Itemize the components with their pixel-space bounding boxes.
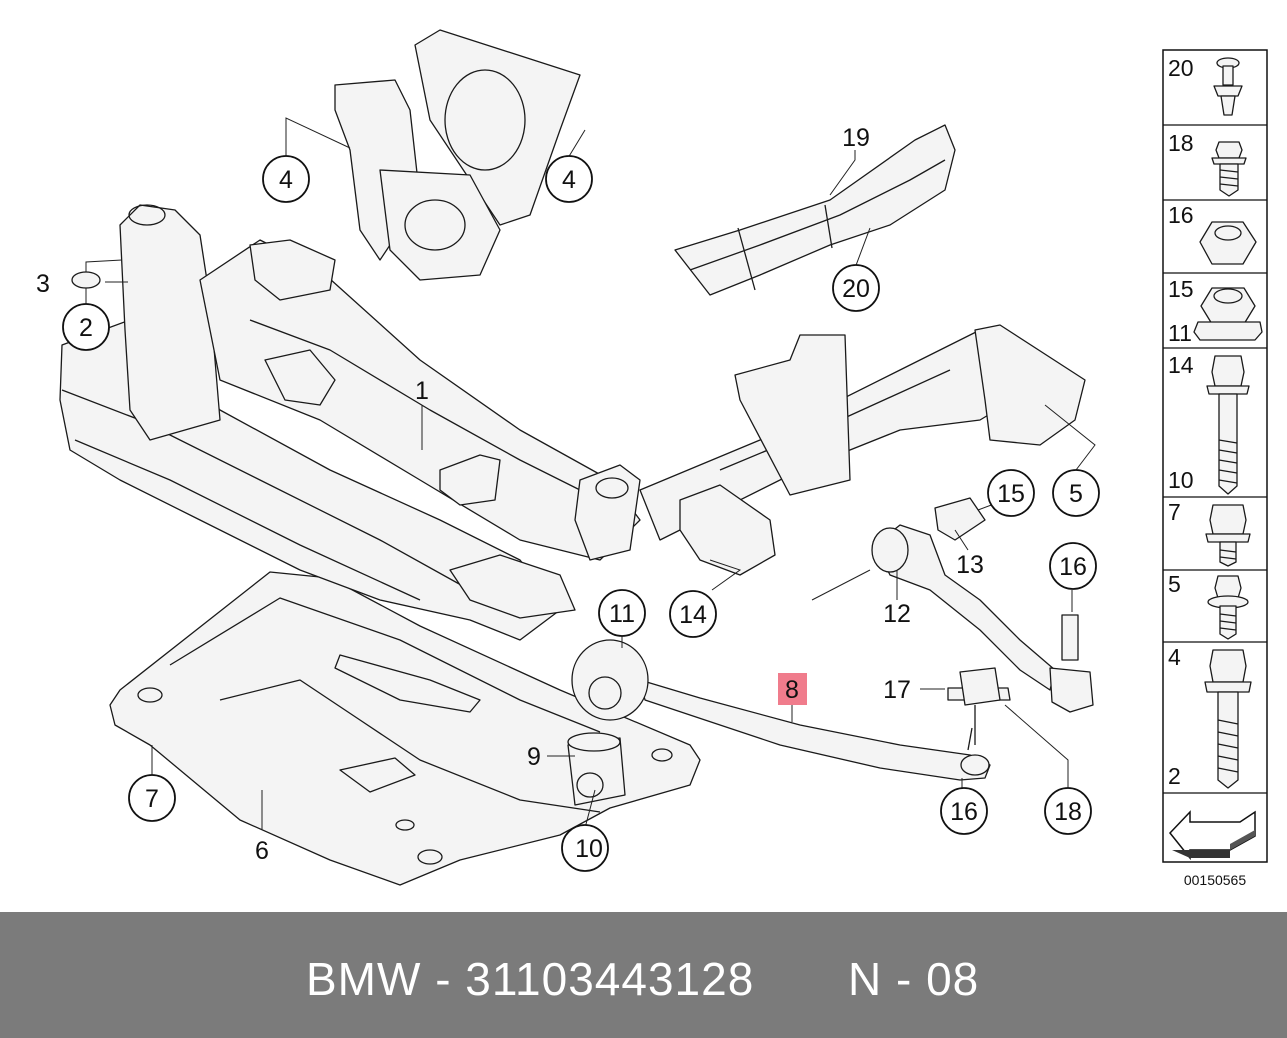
callout-9[interactable]: 9 [527,743,541,771]
side-item-label: 15 [1168,276,1194,302]
side-item-label: 11 [1168,320,1192,346]
callout-label: 9 [527,743,541,771]
long-flange-bolt-icon [1204,649,1252,789]
side-item-label: 16 [1168,202,1194,228]
torx-bolt-icon [1211,141,1247,197]
washer-part [71,271,101,289]
callout-13[interactable]: 13 [956,551,984,579]
callout-19[interactable]: 19 [842,124,870,152]
direction-arrow-icon [1169,810,1256,861]
callout-10[interactable]: 10 [561,824,609,872]
callout-16b[interactable]: 16 [940,787,988,835]
side-item-16[interactable]: 16 [1168,202,1257,265]
callout-14[interactable]: 14 [669,590,717,638]
side-item-5[interactable]: 5 [1168,571,1249,640]
push-rivet-icon [1213,57,1243,116]
washer-bolt-icon [1207,575,1249,640]
skid-plate-illustration [109,571,701,886]
callout-18[interactable]: 18 [1044,787,1092,835]
side-item-arrow [1169,810,1256,861]
callout-label: 17 [883,676,911,704]
callout-label: 16 [950,798,978,826]
callout-20[interactable]: 20 [832,264,880,312]
page-reference-text: N - 08 [848,953,980,1005]
part-number-footer: BMW - 31103443128 N - 08 [0,912,1287,1038]
tension-strut-12-illustration [871,497,1094,713]
callout-17[interactable]: 17 [883,676,911,704]
ball-joint-illustration [947,614,1079,745]
side-item-18[interactable]: 18 [1168,130,1247,197]
side-item-label: 20 [1168,55,1194,81]
callout-label: 6 [255,837,269,865]
callout-5[interactable]: 5 [1052,469,1100,517]
callout-4a[interactable]: 4 [262,155,310,203]
callout-label: 12 [883,600,911,628]
side-item-15-11[interactable]: 15 11 [1168,276,1263,346]
front-axle-carrier-illustration [59,204,1086,641]
hex-nut-icon [1199,221,1257,265]
long-hex-bolt-icon [1206,355,1250,495]
side-item-label: 14 [1168,352,1194,378]
part-number-text: BMW - 31103443128 [306,953,755,1005]
callout-label: 4 [279,166,293,194]
bushing-9-illustration [567,732,626,806]
callout-label: 2 [79,314,93,342]
callout-label: 15 [997,480,1025,508]
callout-label: 13 [956,551,984,579]
callout-label: 8 [785,676,799,704]
callout-3[interactable]: 3 [36,270,101,298]
callout-6[interactable]: 6 [255,837,269,865]
flange-nut-icon [1193,287,1263,341]
callout-7[interactable]: 7 [128,774,176,822]
side-item-label: 10 [1168,467,1194,493]
side-item-label: 4 [1168,644,1181,670]
side-item-14-10[interactable]: 14 10 [1168,352,1250,495]
callout-2[interactable]: 2 [62,303,110,351]
callout-4b[interactable]: 4 [545,155,593,203]
leader-lines [85,117,1096,830]
callout-label: 10 [575,835,603,863]
heat-shield-illustration [674,124,956,296]
callout-15[interactable]: 15 [987,469,1035,517]
upper-tower-brace-illustration [249,29,581,406]
side-item-label: 18 [1168,130,1194,156]
callout-12[interactable]: 12 [883,600,911,628]
callout-label: 16 [1059,553,1087,581]
callout-label: 19 [842,124,870,152]
callout-11[interactable]: 11 [598,589,646,637]
callout-label: 18 [1054,798,1082,826]
side-item-label: 5 [1168,571,1181,597]
callout-label: 5 [1069,480,1083,508]
control-arm-8-illustration [571,639,991,781]
callout-label: 1 [415,377,429,405]
side-item-20[interactable]: 20 [1168,55,1243,116]
callout-label: 4 [562,166,576,194]
side-item-label: 7 [1168,499,1181,525]
callout-label: 20 [842,275,870,303]
side-item-7[interactable]: 7 [1168,499,1251,567]
side-item-4-2[interactable]: 4 2 [1168,644,1252,789]
callout-16a[interactable]: 16 [1049,542,1097,590]
fastener-side-panel [1162,49,1268,863]
side-item-label: 2 [1168,763,1181,789]
highlight-box [778,673,807,705]
callout-label: 3 [36,270,50,298]
callout-8-highlighted[interactable]: 8 [778,673,807,705]
callout-label: 14 [679,601,707,629]
parts-diagram: 4 4 3 2 1 19 20 5 15 13 16 12 14 [36,29,1268,888]
callout-1[interactable]: 1 [415,377,429,405]
callout-label: 11 [609,600,635,628]
document-id: 00150565 [1184,872,1247,888]
hex-bolt-icon [1205,504,1251,567]
callout-label: 7 [145,785,159,813]
